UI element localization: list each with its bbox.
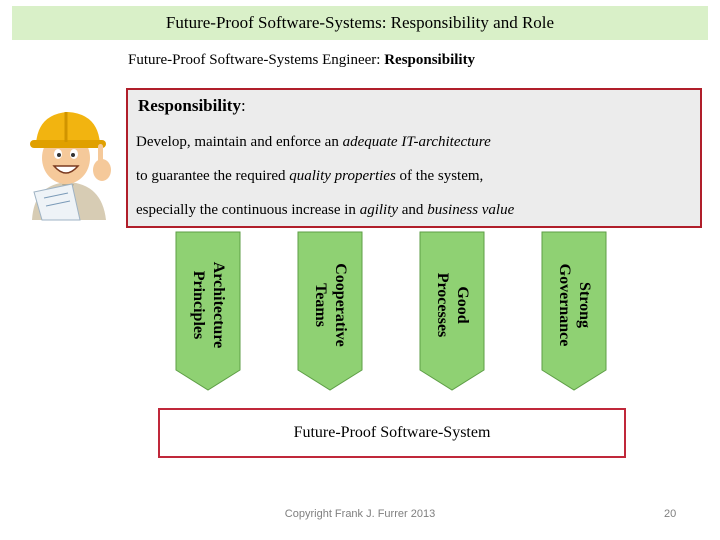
pillar-processes-line1: Good bbox=[452, 286, 472, 323]
pillar-label-architecture: Architecture Principles bbox=[181, 240, 235, 370]
foundation-label: Future-Proof Software-System bbox=[294, 424, 491, 442]
footer-copyright: Copyright Frank J. Furrer 2013 bbox=[0, 508, 720, 520]
pillar-processes-line2: Processes bbox=[432, 273, 452, 338]
pillar-teams-line2: Teams bbox=[310, 283, 330, 327]
foundation-box: Future-Proof Software-System bbox=[158, 408, 626, 458]
pillar-governance-line2: Governance bbox=[554, 264, 574, 347]
pillar-label-processes: Good Processes bbox=[425, 240, 479, 370]
pillar-governance-line1: Strong bbox=[574, 282, 594, 328]
pillar-teams-line1: Cooperative bbox=[330, 263, 350, 347]
pillar-label-teams: Cooperative Teams bbox=[303, 240, 357, 370]
page-number: 20 bbox=[664, 508, 676, 520]
pillar-architecture-line2: Principles bbox=[188, 271, 208, 339]
pillar-label-governance: Strong Governance bbox=[547, 240, 601, 370]
pillar-architecture-line1: Architecture bbox=[208, 262, 228, 348]
